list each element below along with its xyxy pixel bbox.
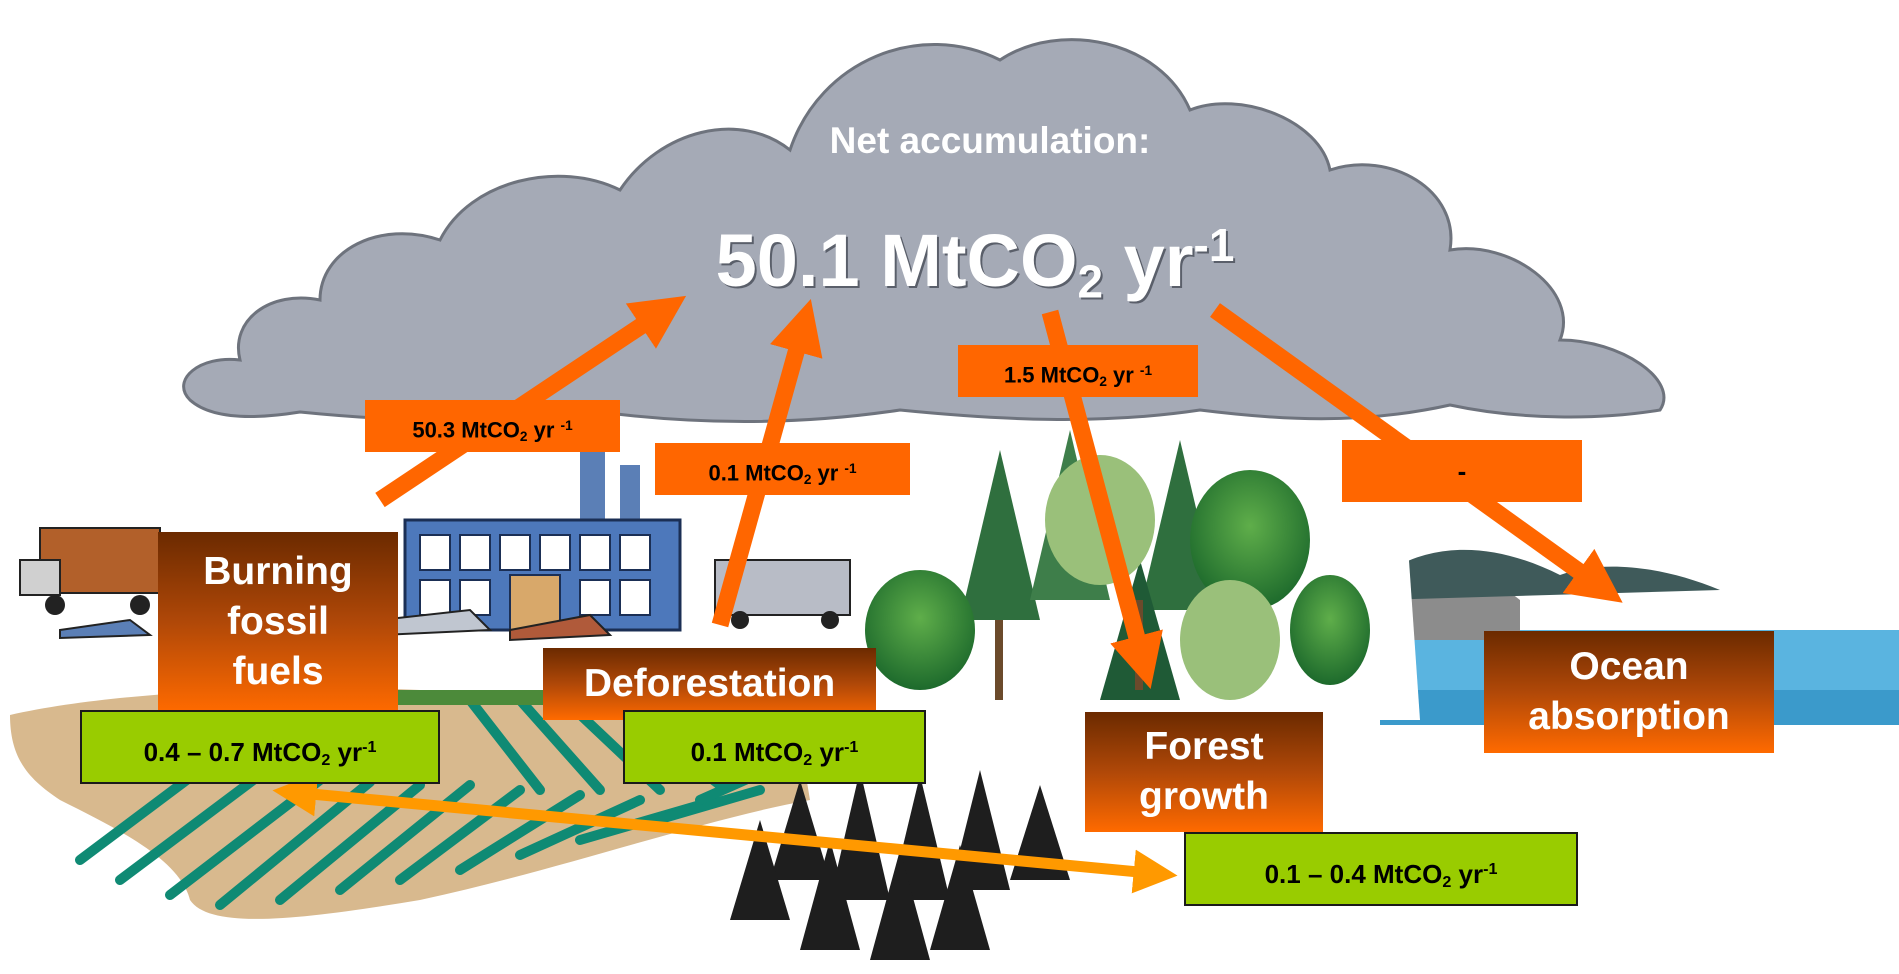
factory-illustration xyxy=(19,450,851,642)
deforestation-range-sup: -1 xyxy=(844,738,859,756)
forest-range-box: 0.1 – 0.4 MtCO2 yr-1 xyxy=(1184,832,1578,906)
ocean-absorption-label: Ocean absorption xyxy=(1484,631,1774,753)
fossil-flux-sub: 2 xyxy=(519,428,528,444)
forest-range-sub: 2 xyxy=(1442,872,1452,891)
forest-flux-prefix: 1.5 MtCO xyxy=(1003,362,1100,388)
fossil-line-2: fossil xyxy=(227,600,329,643)
ocean-flux-label: - xyxy=(1342,440,1582,502)
fossil-fuels-label: Burning fossil fuels xyxy=(158,532,398,712)
fossil-flux-prefix: 50.3 MtCO xyxy=(412,417,520,443)
fossil-range-prefix: 0.4 – 0.7 MtCO xyxy=(143,736,322,767)
forest-range-prefix: 0.1 – 0.4 MtCO xyxy=(1264,858,1443,889)
fossil-line-3: fuels xyxy=(232,650,324,693)
deforestation-range-sub: 2 xyxy=(803,750,813,769)
net-accumulation-heading: Net accumulation: xyxy=(829,120,1151,161)
fossil-line-1: Burning xyxy=(203,550,353,593)
deforestation-flux-prefix: 0.1 MtCO xyxy=(708,460,804,486)
net-value-sup: -1 xyxy=(1193,219,1235,271)
forest-range-sup: -1 xyxy=(1483,860,1498,878)
fossil-flux-label: 50.3 MtCO2 yr -1 xyxy=(365,400,620,452)
fossil-flux-sup: -1 xyxy=(560,418,573,433)
deforestation-line-1: Deforestation xyxy=(583,662,836,705)
forest-line-1: Forest xyxy=(1144,725,1264,768)
deforestation-flux-label: 0.1 MtCO2 yr -1 xyxy=(655,443,910,495)
forest-growth-label: Forest growth xyxy=(1085,712,1323,832)
deforestation-label: Deforestation xyxy=(543,648,876,720)
cloud xyxy=(182,38,1666,423)
forest-flux-sub: 2 xyxy=(1099,373,1107,389)
deforestation-flux-sup: -1 xyxy=(844,461,857,476)
forest-flux-sup: -1 xyxy=(1139,363,1153,378)
deforestation-flux-mid: yr xyxy=(811,460,845,486)
net-value-sub: 2 xyxy=(1077,255,1104,308)
range-link-double-arrow xyxy=(272,772,1178,894)
deforestation-range-box: 0.1 MtCO2 yr-1 xyxy=(623,710,926,784)
deforestation-range-mid: yr xyxy=(812,736,845,767)
fossil-range-mid: yr xyxy=(330,736,363,767)
forest-flux-mid: yr xyxy=(1106,362,1140,388)
fossil-range-box: 0.4 – 0.7 MtCO2 yr-1 xyxy=(80,710,440,784)
forest-flux-label: 1.5 MtCO2 yr -1 xyxy=(958,345,1198,397)
fossil-range-sub: 2 xyxy=(321,750,331,769)
net-value-prefix: 50.1 MtCO xyxy=(715,219,1078,303)
fossil-range-sup: -1 xyxy=(362,738,377,756)
net-value-mid: yr xyxy=(1103,219,1194,303)
ocean-line-1: Ocean xyxy=(1569,645,1689,688)
fossil-flux-mid: yr xyxy=(527,417,561,443)
net-accumulation-value: 50.1 MtCO2 yr-1 xyxy=(650,218,1300,309)
forest-range-mid: yr xyxy=(1451,858,1484,889)
forest-line-2: growth xyxy=(1139,775,1269,818)
ocean-line-2: absorption xyxy=(1528,695,1730,738)
deforestation-flux-sub: 2 xyxy=(803,471,812,487)
deforestation-range-prefix: 0.1 MtCO xyxy=(690,736,804,767)
